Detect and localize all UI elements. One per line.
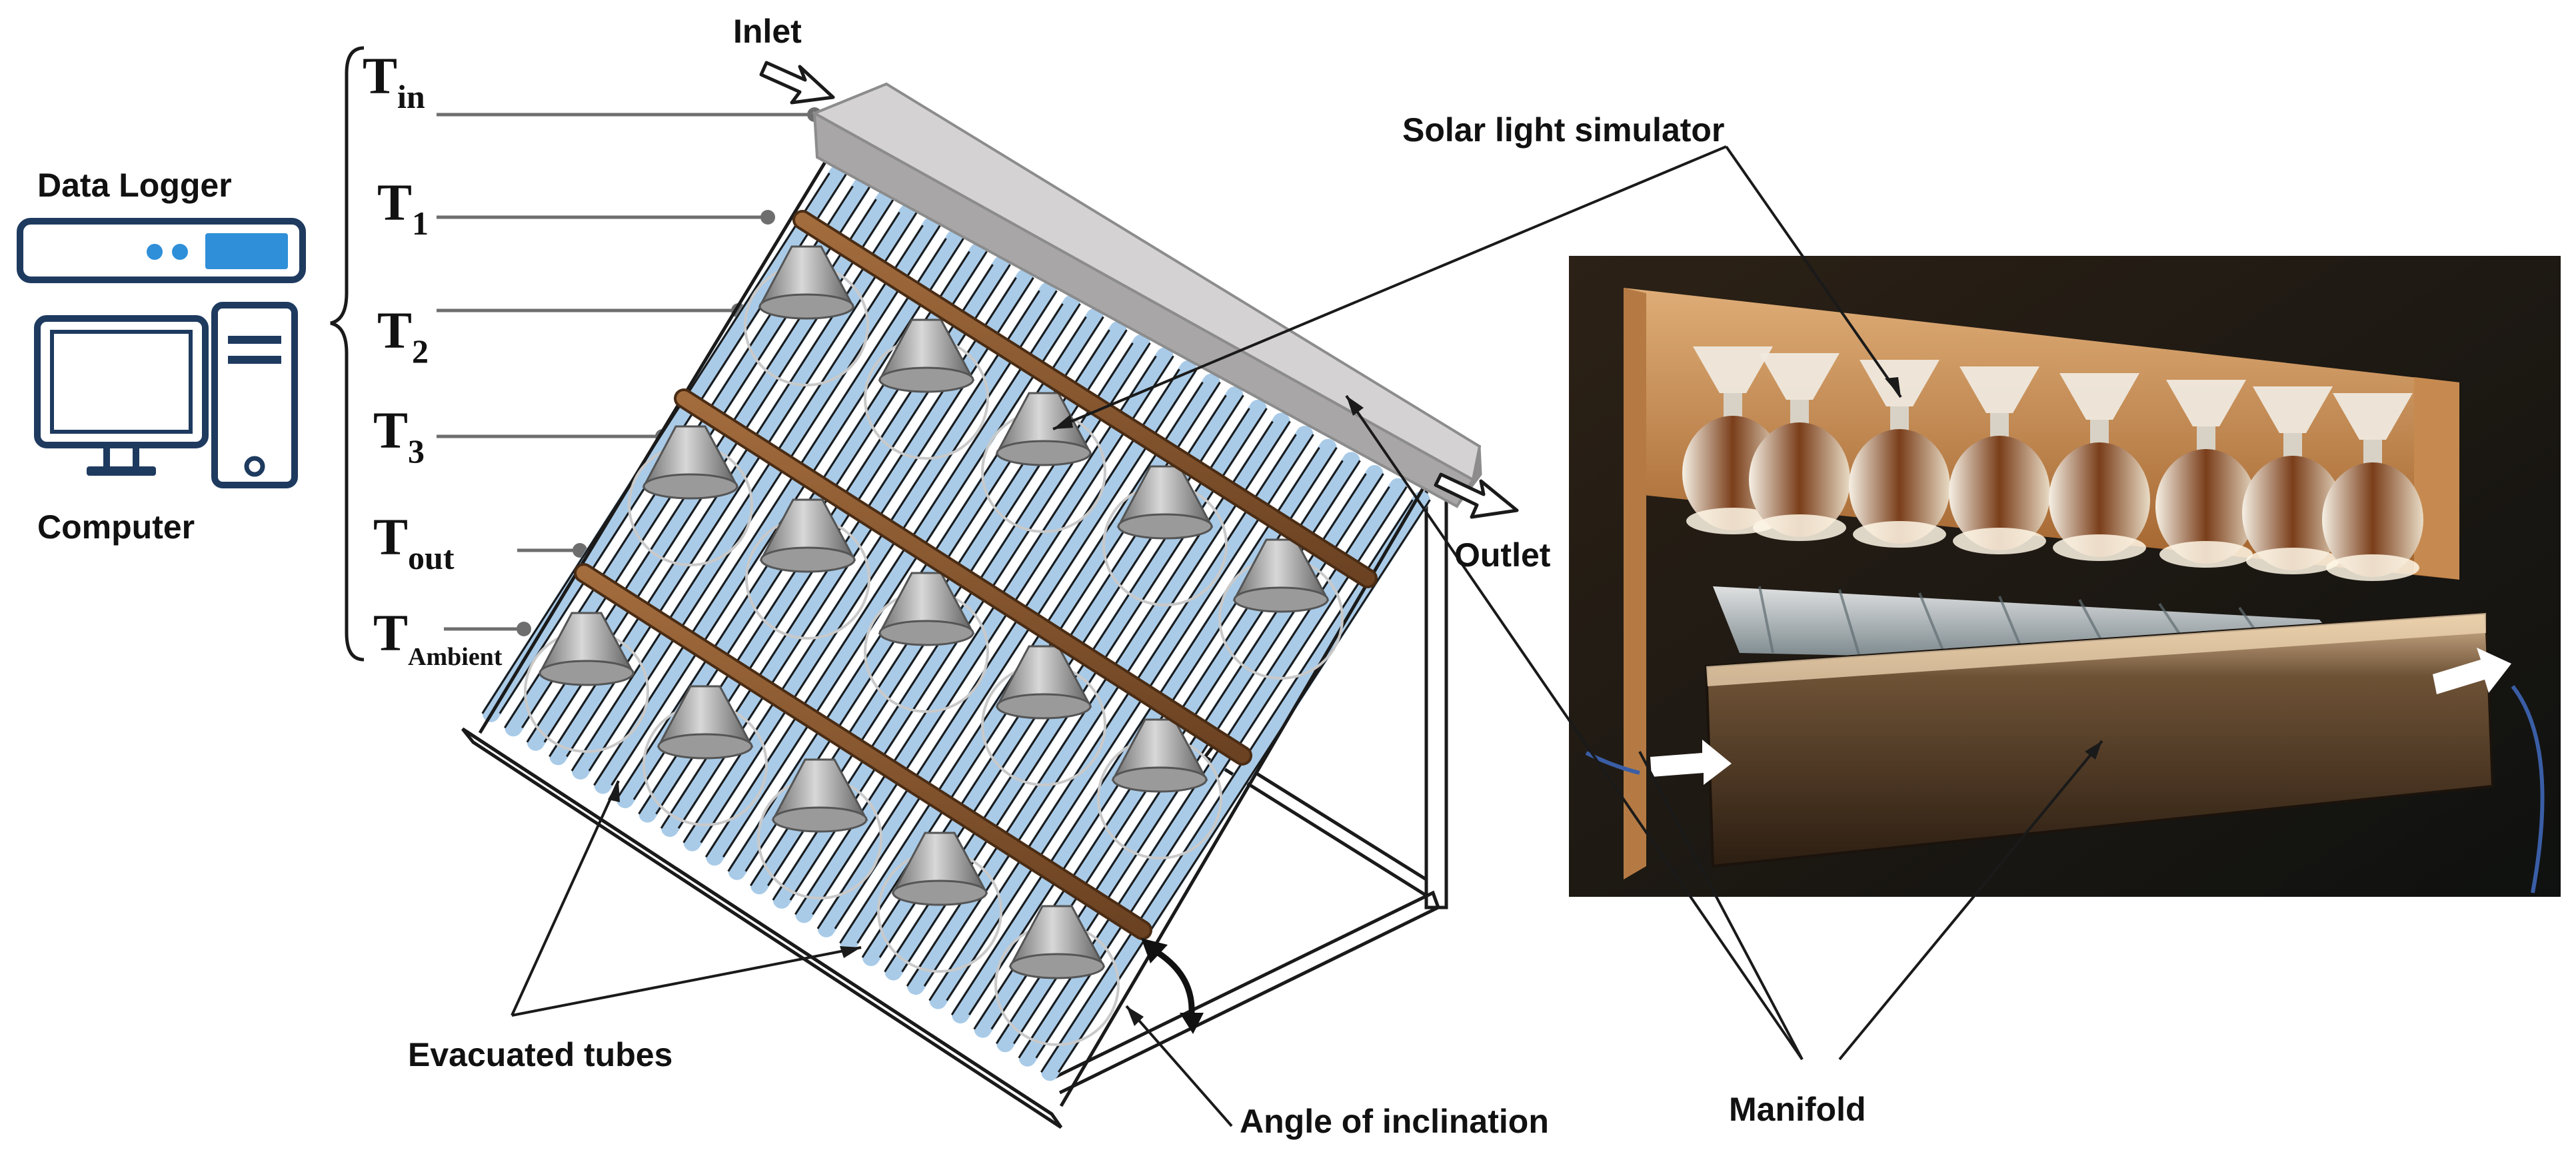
angle-of-inclination-label: Angle of inclination (1240, 1103, 1549, 1140)
photo-inlet-arrow-icon (1650, 740, 1732, 785)
svg-text:T2: T2 (377, 301, 429, 370)
evacuated-tubes-label: Evacuated tubes (408, 1036, 672, 1073)
lamp (524, 612, 649, 753)
wood-bars (574, 210, 1378, 940)
outlet-label: Outlet (1454, 536, 1551, 574)
lamp (1097, 718, 1222, 860)
lamp (981, 645, 1106, 786)
evacuated-tube (928, 426, 1314, 1009)
svg-text:Tin: Tin (363, 47, 425, 115)
photo-bulb (1949, 366, 2050, 554)
solar-light-simulator-label: Solar light simulator (1402, 111, 1724, 149)
lamp (628, 425, 753, 566)
data-logger-label: Data Logger (37, 167, 232, 204)
solar-lamps (524, 245, 1344, 1046)
manifold-header (811, 82, 1482, 508)
lamp (744, 245, 869, 386)
photo-bulb (1749, 353, 1850, 541)
evacuated-tube (816, 360, 1198, 937)
lamp (864, 318, 989, 460)
sensor-t-1: T1 (377, 173, 775, 242)
lamp (1218, 538, 1344, 680)
lamp (757, 758, 882, 899)
callout-lines (511, 145, 2103, 1127)
lamp (981, 392, 1106, 533)
computer-label: Computer (37, 508, 195, 546)
lamp (643, 685, 768, 826)
svg-text:T1: T1 (377, 173, 429, 242)
svg-text:T3: T3 (373, 401, 425, 470)
simulator-photo (1569, 256, 2561, 897)
inclination-arc (1150, 946, 1195, 1013)
photo-bulbs (1682, 346, 2423, 581)
outlet-arrow-icon (1434, 472, 1519, 519)
lamp (1102, 465, 1228, 606)
svg-text:TAmbient: TAmbient (373, 604, 503, 671)
svg-text:Tout: Tout (373, 508, 455, 576)
lamp (745, 498, 870, 640)
lamp (877, 832, 1002, 973)
photo-outlet-arrow-icon (2433, 648, 2511, 694)
sensor-t-2: T2 (377, 301, 746, 370)
sensor-brace (330, 46, 365, 662)
inlet-label: Inlet (733, 13, 802, 50)
manifold-label: Manifold (1729, 1091, 1866, 1128)
sensor-t-ambient: TAmbient (373, 604, 531, 671)
sensor-t-in: Tin (363, 47, 822, 122)
sensor-t-out: Tout (373, 508, 587, 576)
data-logger-icon (17, 218, 306, 283)
photo-bulb (2155, 380, 2257, 568)
collector-schematic (461, 82, 1482, 1129)
computer-icon (34, 302, 298, 488)
sensor-t-3: T3 (373, 401, 670, 470)
photo-bulb (2242, 386, 2343, 574)
photo-bulb (1849, 360, 1950, 548)
photo-bulb (2322, 393, 2423, 581)
inlet-arrow-icon (759, 61, 835, 105)
lamp (864, 572, 989, 713)
lamp (994, 905, 1120, 1046)
photo-bulb (2049, 373, 2150, 561)
